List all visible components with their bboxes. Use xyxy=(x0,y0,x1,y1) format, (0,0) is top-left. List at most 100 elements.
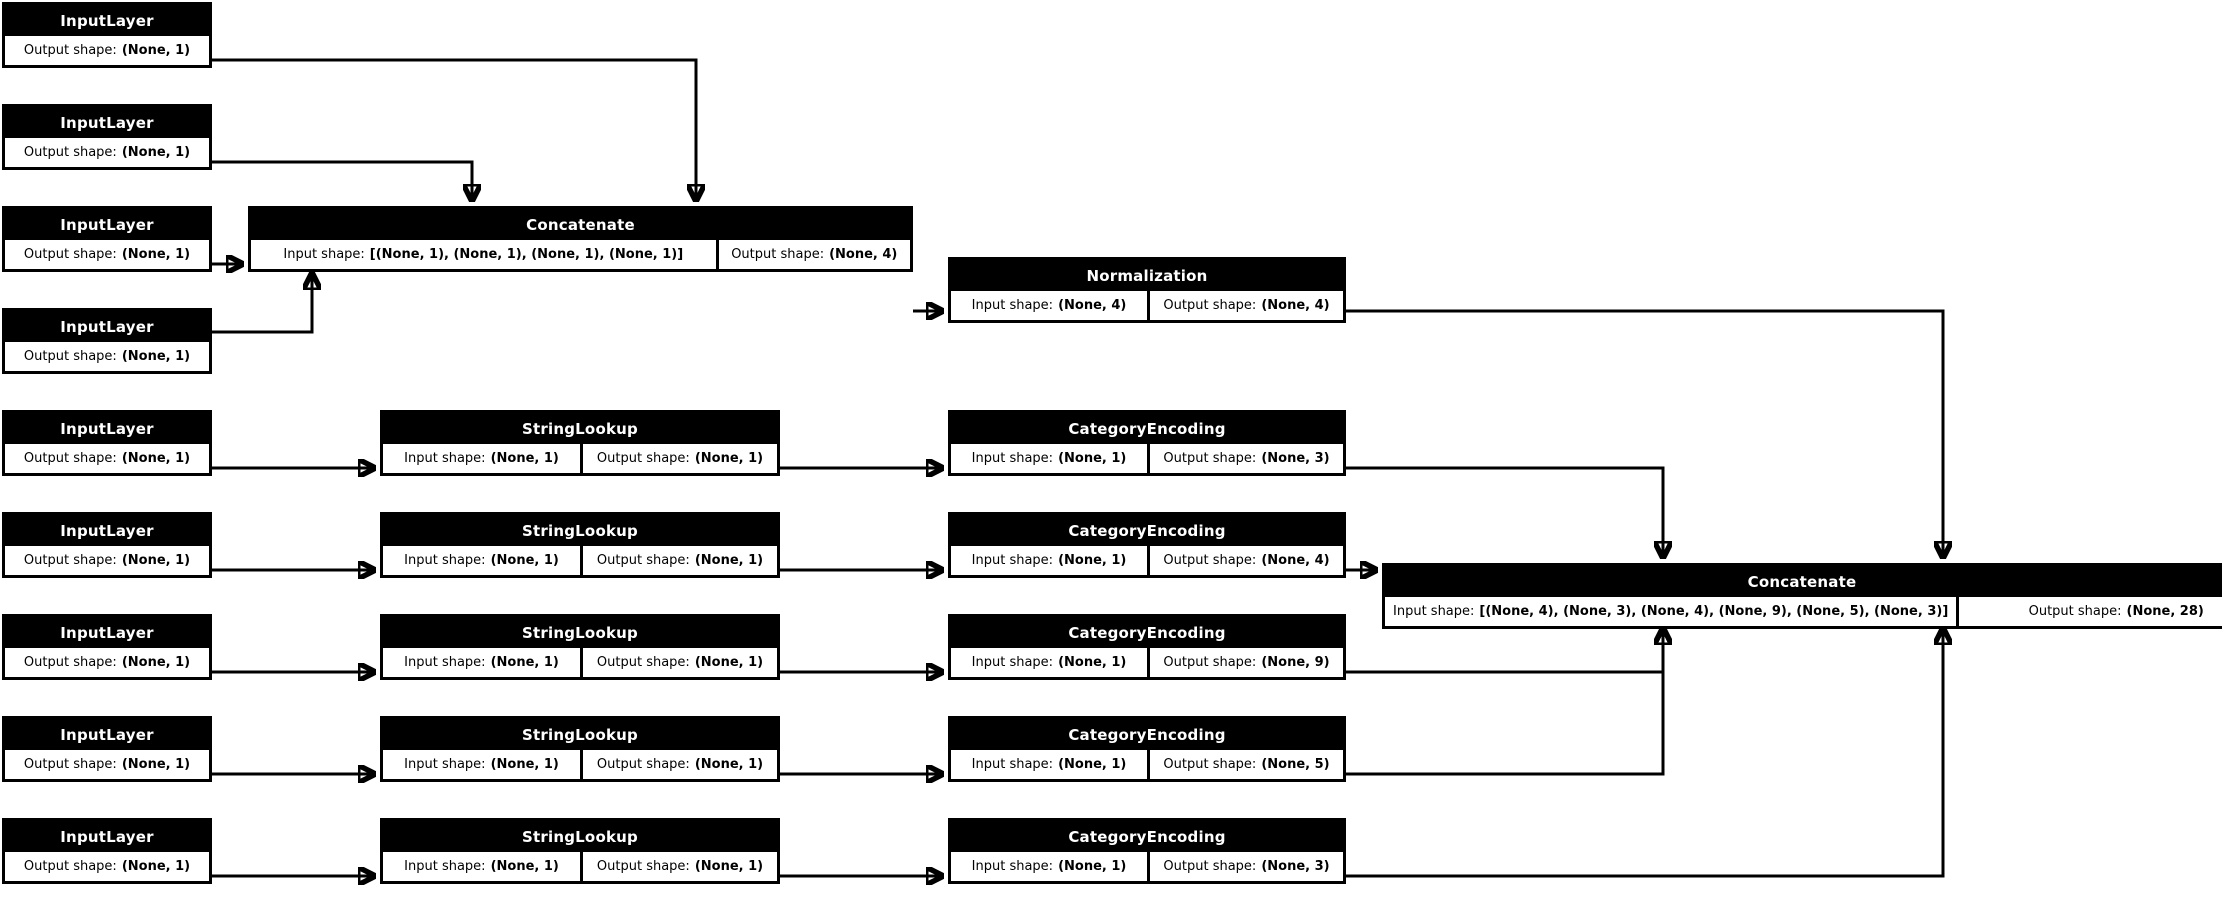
output-shape-label: Output shape: xyxy=(596,553,690,568)
node-title: InputLayer xyxy=(5,719,209,750)
node-inputlayer-3[interactable]: InputLayer Output shape: (None, 1) xyxy=(2,206,212,272)
edge-in2-concat1 xyxy=(212,160,472,200)
node-inputlayer-1[interactable]: InputLayer Output shape: (None, 1) xyxy=(2,2,212,68)
input-shape-value: [(None, 1), (None, 1), (None, 1), (None,… xyxy=(369,247,684,262)
node-title: InputLayer xyxy=(5,5,209,36)
node-title: CategoryEncoding xyxy=(951,821,1343,852)
node-concatenate-final[interactable]: Concatenate Input shape: [(None, 4), (No… xyxy=(1382,563,2226,629)
input-shape-value: (None, 1) xyxy=(490,451,559,466)
node-body: Output shape: (None, 1) xyxy=(5,342,209,371)
node-categoryencoding-4[interactable]: CategoryEncoding Input shape: (None, 1) … xyxy=(948,716,1346,782)
output-shape-cell: Output shape: (None, 1) xyxy=(5,36,209,65)
output-shape-label: Output shape: xyxy=(23,145,117,160)
node-title: StringLookup xyxy=(383,515,777,546)
node-title: InputLayer xyxy=(5,821,209,852)
node-title: StringLookup xyxy=(383,413,777,444)
node-title: InputLayer xyxy=(5,107,209,138)
node-body: Output shape: (None, 1) xyxy=(5,648,209,677)
output-shape-cell: Output shape: (None, 28) xyxy=(1956,597,2226,626)
node-inputlayer-5[interactable]: InputLayer Output shape: (None, 1) xyxy=(2,410,212,476)
node-categoryencoding-2[interactable]: CategoryEncoding Input shape: (None, 1) … xyxy=(948,512,1346,578)
node-title: InputLayer xyxy=(5,515,209,546)
input-shape-cell: Input shape: (None, 1) xyxy=(951,546,1147,575)
output-shape-cell: Output shape: (None, 1) xyxy=(580,444,777,473)
output-shape-label: Output shape: xyxy=(731,247,825,262)
node-title: CategoryEncoding xyxy=(951,617,1343,648)
input-shape-label: Input shape: xyxy=(971,553,1054,568)
output-shape-cell: Output shape: (None, 1) xyxy=(5,852,209,881)
node-inputlayer-4[interactable]: InputLayer Output shape: (None, 1) xyxy=(2,308,212,374)
output-shape-value: (None, 1) xyxy=(121,451,191,466)
input-shape-value: (None, 1) xyxy=(490,757,559,772)
input-shape-label: Input shape: xyxy=(283,247,365,262)
node-stringlookup-2[interactable]: StringLookup Input shape: (None, 1) Outp… xyxy=(380,512,780,578)
output-shape-cell: Output shape: (None, 9) xyxy=(1147,648,1343,677)
input-shape-label: Input shape: xyxy=(971,655,1054,670)
node-inputlayer-8[interactable]: InputLayer Output shape: (None, 1) xyxy=(2,716,212,782)
node-body: Input shape: (None, 1) Output shape: (No… xyxy=(383,444,777,473)
node-title: InputLayer xyxy=(5,617,209,648)
node-body: Input shape: (None, 1) Output shape: (No… xyxy=(951,852,1343,881)
output-shape-value: (None, 1) xyxy=(694,859,764,874)
output-shape-cell: Output shape: (None, 3) xyxy=(1147,444,1343,473)
input-shape-value: (None, 4) xyxy=(1058,298,1127,313)
node-stringlookup-5[interactable]: StringLookup Input shape: (None, 1) Outp… xyxy=(380,818,780,884)
node-normalization[interactable]: Normalization Input shape: (None, 4) Out… xyxy=(948,257,1346,323)
output-shape-label: Output shape: xyxy=(23,553,117,568)
output-shape-value: (None, 1) xyxy=(121,859,191,874)
node-categoryencoding-1[interactable]: CategoryEncoding Input shape: (None, 1) … xyxy=(948,410,1346,476)
node-categoryencoding-5[interactable]: CategoryEncoding Input shape: (None, 1) … xyxy=(948,818,1346,884)
node-stringlookup-3[interactable]: StringLookup Input shape: (None, 1) Outp… xyxy=(380,614,780,680)
output-shape-cell: Output shape: (None, 4) xyxy=(1147,291,1343,320)
node-body: Input shape: (None, 1) Output shape: (No… xyxy=(951,750,1343,779)
output-shape-cell: Output shape: (None, 4) xyxy=(715,240,910,269)
node-inputlayer-7[interactable]: InputLayer Output shape: (None, 1) xyxy=(2,614,212,680)
output-shape-label: Output shape: xyxy=(1163,451,1257,466)
node-inputlayer-6[interactable]: InputLayer Output shape: (None, 1) xyxy=(2,512,212,578)
node-stringlookup-4[interactable]: StringLookup Input shape: (None, 1) Outp… xyxy=(380,716,780,782)
output-shape-cell: Output shape: (None, 1) xyxy=(5,444,209,473)
node-title: CategoryEncoding xyxy=(951,515,1343,546)
output-shape-cell: Output shape: (None, 5) xyxy=(1147,750,1343,779)
input-shape-label: Input shape: xyxy=(971,451,1054,466)
node-body: Output shape: (None, 1) xyxy=(5,444,209,473)
edge-norm-concat2 xyxy=(1346,309,1943,557)
output-shape-cell: Output shape: (None, 1) xyxy=(5,240,209,269)
input-shape-label: Input shape: xyxy=(971,298,1054,313)
output-shape-label: Output shape: xyxy=(596,859,690,874)
output-shape-value: (None, 28) xyxy=(2126,604,2204,619)
node-title: Normalization xyxy=(951,260,1343,291)
output-shape-value: (None, 1) xyxy=(121,553,191,568)
input-shape-value: (None, 1) xyxy=(1058,451,1127,466)
node-body: Output shape: (None, 1) xyxy=(5,750,209,779)
node-concatenate-numeric[interactable]: Concatenate Input shape: [(None, 1), (No… xyxy=(248,206,913,272)
node-title: StringLookup xyxy=(383,617,777,648)
output-shape-value: (None, 1) xyxy=(121,145,191,160)
node-categoryencoding-3[interactable]: CategoryEncoding Input shape: (None, 1) … xyxy=(948,614,1346,680)
node-body: Output shape: (None, 1) xyxy=(5,546,209,575)
input-shape-label: Input shape: xyxy=(404,655,486,670)
output-shape-cell: Output shape: (None, 1) xyxy=(5,138,209,167)
input-shape-label: Input shape: xyxy=(404,553,486,568)
node-inputlayer-9[interactable]: InputLayer Output shape: (None, 1) xyxy=(2,818,212,884)
input-shape-label: Input shape: xyxy=(971,757,1054,772)
edge-in4-concat1 xyxy=(212,274,312,334)
input-shape-value: (None, 1) xyxy=(490,655,559,670)
input-shape-value: (None, 1) xyxy=(1058,757,1127,772)
node-body: Output shape: (None, 1) xyxy=(5,36,209,65)
node-body: Input shape: (None, 1) Output shape: (No… xyxy=(383,648,777,677)
output-shape-label: Output shape: xyxy=(1163,859,1257,874)
input-shape-cell: Input shape: (None, 1) xyxy=(383,444,580,473)
output-shape-value: (None, 1) xyxy=(694,451,764,466)
input-shape-cell: Input shape: (None, 4) xyxy=(951,291,1147,320)
output-shape-cell: Output shape: (None, 1) xyxy=(580,648,777,677)
input-shape-label: Input shape: xyxy=(404,451,486,466)
output-shape-cell: Output shape: (None, 1) xyxy=(580,546,777,575)
output-shape-label: Output shape: xyxy=(23,349,117,364)
node-stringlookup-1[interactable]: StringLookup Input shape: (None, 1) Outp… xyxy=(380,410,780,476)
output-shape-label: Output shape: xyxy=(2028,604,2122,619)
input-shape-cell: Input shape: (None, 1) xyxy=(951,750,1147,779)
node-inputlayer-2[interactable]: InputLayer Output shape: (None, 1) xyxy=(2,104,212,170)
output-shape-value: (None, 1) xyxy=(121,655,191,670)
